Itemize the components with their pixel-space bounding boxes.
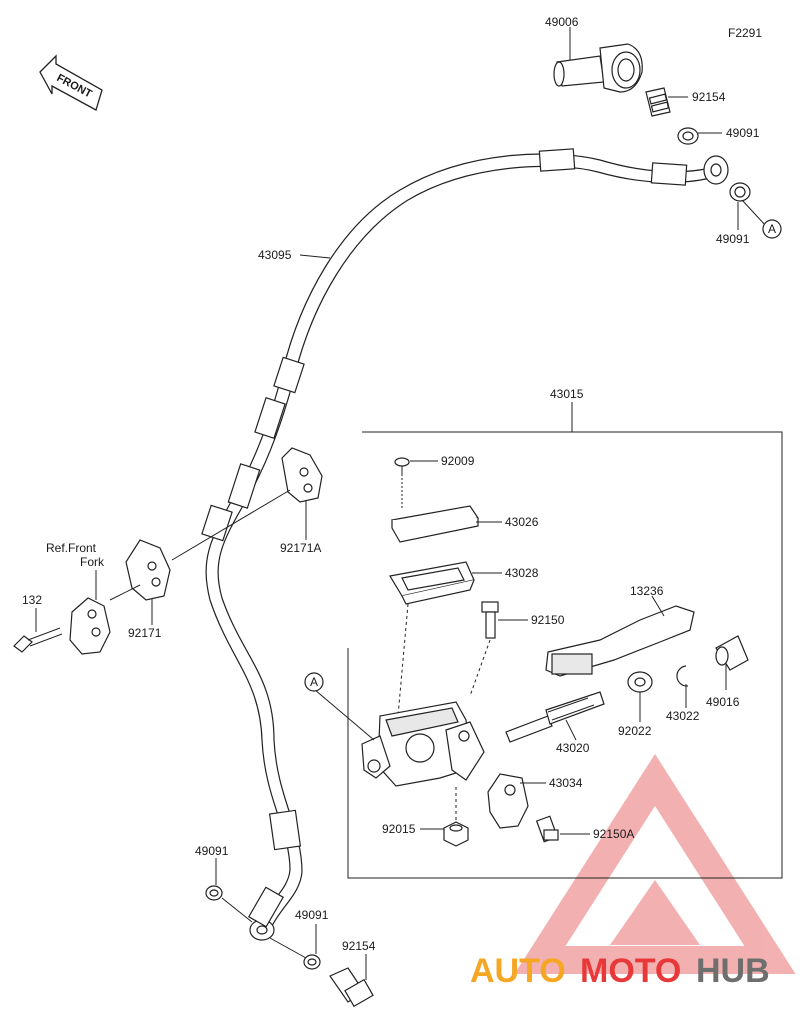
label-49091-a: 49091: [726, 126, 760, 140]
brand-moto: MOTO: [580, 952, 681, 990]
label-43015: 43015: [550, 387, 584, 401]
callout-a-mc: [304, 672, 324, 692]
holder-43034: [487, 773, 529, 829]
circlip-43022: [676, 665, 689, 687]
label-49091-b: 49091: [716, 232, 750, 246]
pivot-bolt-92150: [481, 601, 499, 639]
banjo-bolt-92154-top: [645, 87, 671, 117]
callout-a-top-label: A: [768, 222, 776, 236]
label-43022: 43022: [666, 709, 700, 723]
watermark-logo: [514, 753, 796, 974]
label-92171A: 92171A: [280, 541, 321, 555]
front-fork-bracket: [69, 597, 111, 655]
label-43095: 43095: [258, 248, 292, 262]
label-49016: 49016: [706, 695, 740, 709]
label-92150: 92150: [531, 613, 565, 627]
label-49091-d: 49091: [295, 908, 329, 922]
piston-kit-43020: [505, 691, 605, 743]
brand-hub: HUB: [696, 952, 770, 990]
label-13236: 13236: [630, 584, 664, 598]
watermark-text: AUTO MOTO HUB: [470, 952, 770, 990]
assembly-box-43015: [347, 431, 783, 879]
brake-hose-43095: [201, 148, 729, 941]
brake-lever-13236: [545, 605, 695, 677]
label-43028: 43028: [505, 566, 539, 580]
banjo-bolt-92154-bottom: [329, 967, 374, 1008]
clamp-92171: [125, 539, 171, 601]
clamp-92171A: [281, 447, 323, 503]
label-92154-top: 92154: [692, 90, 726, 104]
label-92009: 92009: [441, 454, 475, 468]
label-43020: 43020: [556, 741, 590, 755]
ref-fork-label: Fork: [80, 555, 105, 569]
label-92022: 92022: [618, 724, 652, 738]
master-cylinder-body: [361, 701, 485, 787]
front-arrow-icon: FRONT: [39, 54, 103, 111]
label-92171: 92171: [128, 626, 162, 640]
screw-92009: [394, 457, 410, 476]
label-43034: 43034: [549, 776, 583, 790]
bolt-132: [13, 627, 63, 653]
label-92015: 92015: [382, 822, 416, 836]
brand-auto: AUTO: [470, 952, 566, 990]
ref-front-label: Ref.Front: [46, 541, 97, 555]
dust-boot-49016: [715, 635, 749, 671]
diagram-code: F2291: [728, 26, 762, 40]
label-92154-bottom: 92154: [342, 939, 376, 953]
banjo-fitting-49006: [553, 43, 643, 93]
callout-a-top: [762, 219, 782, 239]
label-49006: 49006: [545, 15, 579, 29]
label-92150A: 92150A: [593, 827, 634, 841]
callout-a-mc-label: A: [310, 675, 318, 689]
label-43026: 43026: [505, 515, 539, 529]
bolt-92150A: [535, 815, 559, 843]
label-49091-c: 49091: [195, 844, 229, 858]
label-132: 132: [22, 593, 42, 607]
